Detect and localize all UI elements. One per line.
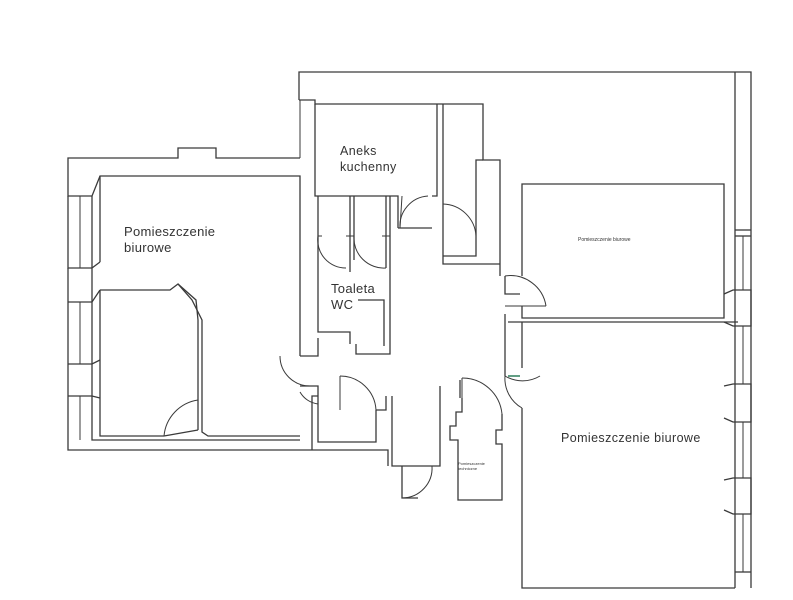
technical-room-label: Pomieszczenie techniczne	[458, 461, 485, 471]
office-right-bottom-label: Pomieszczenie biurowe	[561, 431, 701, 445]
office-right-bottom-walls	[504, 314, 738, 589]
toilet-walls	[317, 196, 391, 355]
right-wall-window-bays	[723, 229, 752, 573]
corridor-walls	[300, 338, 461, 499]
kitchenette-label: Aneks kuchenny	[340, 144, 397, 174]
kitchenette-walls	[314, 104, 500, 265]
office-left-walls	[67, 147, 312, 451]
office-left-label: Pomieszczenie biurowe	[124, 224, 216, 256]
right-wing-outer-wall	[298, 71, 752, 588]
office-right-top-label: Pomieszczenie biurowe	[578, 237, 631, 243]
door-swings	[163, 195, 547, 499]
technical-room-walls	[449, 398, 503, 501]
office-right-top-walls	[504, 183, 725, 319]
toilet-label: Toaleta WC	[331, 281, 376, 313]
